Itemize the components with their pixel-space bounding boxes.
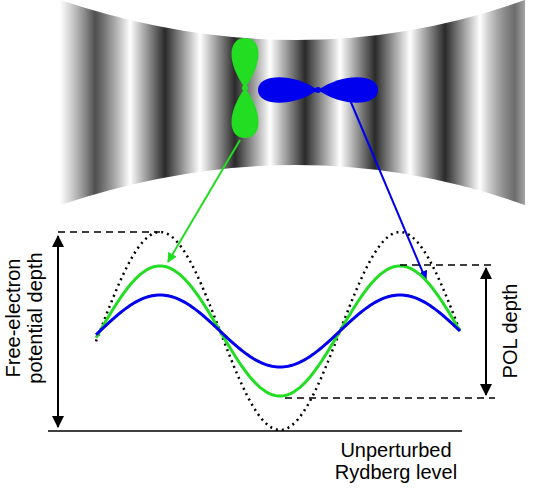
laser-beam — [60, 0, 525, 205]
depth-arrow — [57, 236, 59, 427]
blue-orbital — [258, 77, 378, 103]
dashed-guide — [58, 231, 160, 233]
green-arrow — [168, 140, 240, 262]
annotation-label: POL depth — [499, 271, 521, 391]
free-electron-potential — [96, 232, 460, 430]
annotation-label: Free-electron potential depth — [2, 228, 46, 408]
blue-potential — [96, 295, 460, 367]
annotation-label: Unperturbed Rydberg level — [321, 439, 471, 483]
rydberg-level-line — [48, 430, 462, 432]
dashed-guide — [400, 264, 495, 266]
green-potential — [96, 266, 460, 396]
green-orbital — [231, 38, 258, 138]
blue-arrow — [350, 100, 426, 280]
dashed-guide — [285, 397, 495, 399]
pol-depth-arrow — [485, 268, 487, 395]
